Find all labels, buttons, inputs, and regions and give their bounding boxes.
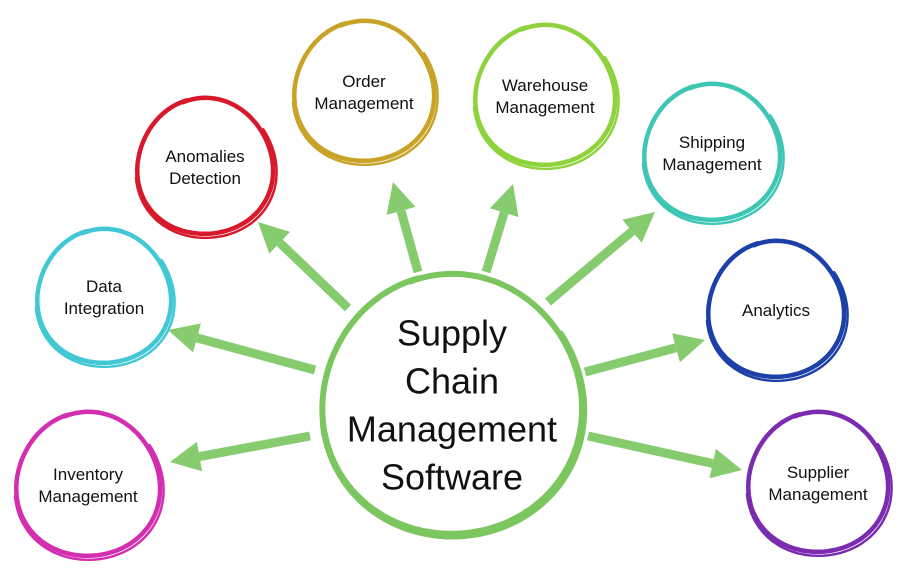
- supplier-management-label-line: Management: [768, 485, 868, 504]
- supplier-management-arrow: [587, 431, 742, 479]
- analytics-circle: [705, 238, 849, 383]
- node-analytics: Analytics: [705, 238, 849, 383]
- inventory-management-arrow: [170, 431, 311, 472]
- center-title-line: Supply: [397, 313, 507, 354]
- shipping-management-arrow: [545, 212, 655, 306]
- anomalies-detection-label-line: Anomalies: [165, 147, 244, 166]
- warehouse-management-circle: [472, 22, 620, 171]
- order-management-circle: [291, 18, 439, 167]
- warehouse-management-label-line: Management: [495, 98, 595, 117]
- analytics-label-line: Analytics: [742, 301, 810, 320]
- supplier-management-circle: [745, 409, 893, 558]
- center-title-line: Chain: [405, 361, 499, 402]
- anomalies-detection-arrow: [258, 222, 352, 312]
- anomalies-detection-label-line: Detection: [169, 169, 241, 188]
- shipping-management-circle: [641, 81, 785, 226]
- inventory-management-label-line: Management: [38, 487, 138, 506]
- warehouse-management-arrow: [481, 184, 519, 274]
- shipping-management-label-line: Shipping: [679, 133, 745, 152]
- data-integration-label-line: Data: [86, 277, 122, 296]
- nodes-layer: OrderManagementWarehouseManagementShippi…: [13, 18, 893, 562]
- center-title-line: Management: [347, 409, 557, 450]
- anomalies-detection-circle: [134, 95, 278, 240]
- center-title-line: Software: [381, 457, 523, 498]
- warehouse-management-label-line: Warehouse: [502, 76, 588, 95]
- center-circle: [319, 270, 588, 540]
- data-integration-circle: [34, 226, 176, 369]
- order-management-label-line: Order: [342, 72, 386, 91]
- inventory-management-label-line: Inventory: [53, 465, 123, 484]
- analytics-arrow: [583, 333, 705, 377]
- data-integration-label-line: Integration: [64, 299, 144, 318]
- shipping-management-label-line: Management: [662, 155, 762, 174]
- inventory-management-circle: [13, 409, 165, 562]
- order-management-arrow: [386, 182, 423, 274]
- data-integration-arrow: [168, 323, 317, 375]
- supplier-management-label-line: Supplier: [787, 463, 850, 482]
- arrows-layer: [168, 182, 742, 479]
- order-management-label-line: Management: [314, 94, 414, 113]
